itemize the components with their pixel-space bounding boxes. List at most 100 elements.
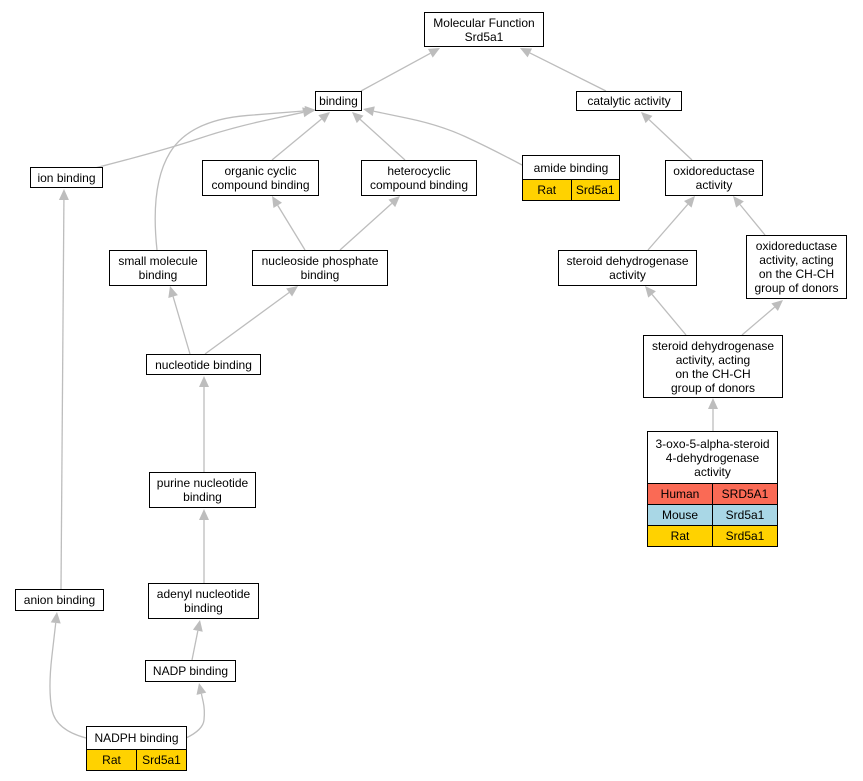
edge-steroid-to-oxido [647, 196, 695, 251]
edge-nadp-to-adenyl [191, 620, 203, 661]
edge-line [185, 693, 206, 739]
node-adenyl[interactable]: adenyl nucleotide binding [148, 583, 259, 619]
gene-cell: Srd5a1 [712, 505, 777, 525]
node-root[interactable]: Molecular Function Srd5a1 [424, 12, 544, 47]
node-nadp[interactable]: NADP binding [145, 660, 236, 682]
node-nucleotide[interactable]: nucleotide binding [146, 354, 261, 375]
arrowhead [684, 196, 695, 208]
arrowhead [304, 105, 316, 116]
edge-line [191, 630, 199, 661]
edge-purine-to-nucleotide [199, 376, 209, 472]
node-label: 3-oxo-5-alpha-steroid 4-dehydrogenase ac… [655, 436, 770, 479]
edge-nucleotide-to-nucphos [204, 286, 298, 355]
node-label: anion binding [23, 593, 96, 607]
arrowhead [708, 398, 718, 409]
node-label: oxidoreductase activity [673, 164, 755, 192]
node-ion[interactable]: ion binding [30, 167, 103, 188]
edge-nucleotide-to-smallmol [168, 286, 191, 355]
edge-line [339, 202, 393, 251]
node-label: binding [319, 94, 358, 108]
species-cell: Mouse [648, 505, 712, 525]
node-hetero[interactable]: heterocyclic compound binding [361, 160, 477, 196]
arrowhead [286, 286, 298, 297]
edge-nadph-to-nadp [185, 683, 207, 739]
edge-line [741, 306, 776, 336]
node-oxo[interactable]: 3-oxo-5-alpha-steroid 4-dehydrogenase ac… [647, 431, 778, 547]
edge-nadph-to-anion [49, 612, 87, 739]
edge-anion-to-ion [58, 189, 69, 590]
gene-cell: SRD5A1 [712, 484, 777, 504]
arrowhead [199, 509, 209, 520]
arrowhead [641, 112, 653, 124]
arrowhead [168, 286, 178, 298]
arrowhead [318, 112, 330, 123]
node-label: heterocyclic compound binding [369, 164, 469, 192]
node-label: NADP binding [152, 664, 229, 678]
species-cell: Rat [87, 750, 136, 770]
edge-line [651, 294, 687, 336]
arrowhead [427, 48, 440, 58]
edge-line [154, 110, 306, 251]
edge-line [271, 118, 322, 161]
node-label: Molecular Function Srd5a1 [433, 15, 535, 44]
edge-organic-to-binding [271, 112, 330, 161]
edge-line [359, 118, 406, 161]
edge-hetero-to-binding [352, 112, 406, 161]
edge-amide-to-binding [363, 106, 523, 166]
edge-ion-to-binding [94, 107, 314, 169]
species-cell: Rat [648, 526, 712, 546]
node-label: steroid dehydrogenase activity, acting o… [651, 338, 775, 395]
node-label: nucleoside phosphate binding [261, 254, 379, 282]
node-catalytic[interactable]: catalytic activity [576, 91, 682, 111]
edge-line [94, 111, 304, 169]
node-oxidoch[interactable]: oxidoreductase activity, acting on the C… [746, 235, 847, 299]
node-label: catalytic activity [587, 94, 671, 108]
node-label: ion binding [37, 170, 96, 185]
node-label: purine nucleotide binding [156, 476, 249, 504]
edge-line [277, 205, 306, 251]
gene-cell: Srd5a1 [136, 750, 186, 770]
node-purine[interactable]: purine nucleotide binding [149, 472, 256, 508]
edge-line [204, 291, 290, 355]
edge-nucphos-to-organic [272, 196, 306, 251]
arrowhead [50, 612, 61, 624]
edge-line [373, 110, 523, 166]
arrowhead [520, 48, 533, 58]
node-anion[interactable]: anion binding [15, 589, 104, 611]
node-label: adenyl nucleotide binding [156, 587, 251, 615]
edge-binding-to-root [360, 48, 440, 92]
node-organic[interactable]: organic cyclic compound binding [202, 160, 319, 196]
arrowhead [733, 196, 744, 208]
edge-line [739, 204, 766, 236]
edge-line [172, 296, 191, 355]
edge-steroidch-to-steroid [645, 286, 687, 336]
node-smallmol[interactable]: small molecule binding [109, 250, 207, 286]
edge-line [647, 203, 689, 251]
edge-adenyl-to-purine [199, 509, 209, 583]
species-cell: Human [648, 484, 712, 504]
edge-oxo-to-steroidch [708, 398, 718, 431]
node-label: organic cyclic compound binding [211, 164, 310, 192]
arrowhead [771, 300, 783, 311]
node-steroidch[interactable]: steroid dehydrogenase activity, acting o… [643, 335, 783, 398]
edge-line [49, 622, 87, 739]
node-nucphos[interactable]: nucleoside phosphate binding [252, 250, 388, 286]
arrowhead [363, 106, 375, 117]
arrowhead [192, 620, 203, 632]
arrowhead [645, 286, 656, 298]
node-label: steroid dehydrogenase activity [566, 254, 689, 282]
arrowhead [388, 196, 400, 208]
edge-line [648, 119, 693, 161]
node-steroid[interactable]: steroid dehydrogenase activity [558, 250, 697, 286]
node-oxido[interactable]: oxidoreductase activity [665, 160, 763, 196]
arrowhead [199, 376, 209, 387]
node-binding[interactable]: binding [315, 91, 362, 111]
arrowhead [352, 112, 364, 124]
